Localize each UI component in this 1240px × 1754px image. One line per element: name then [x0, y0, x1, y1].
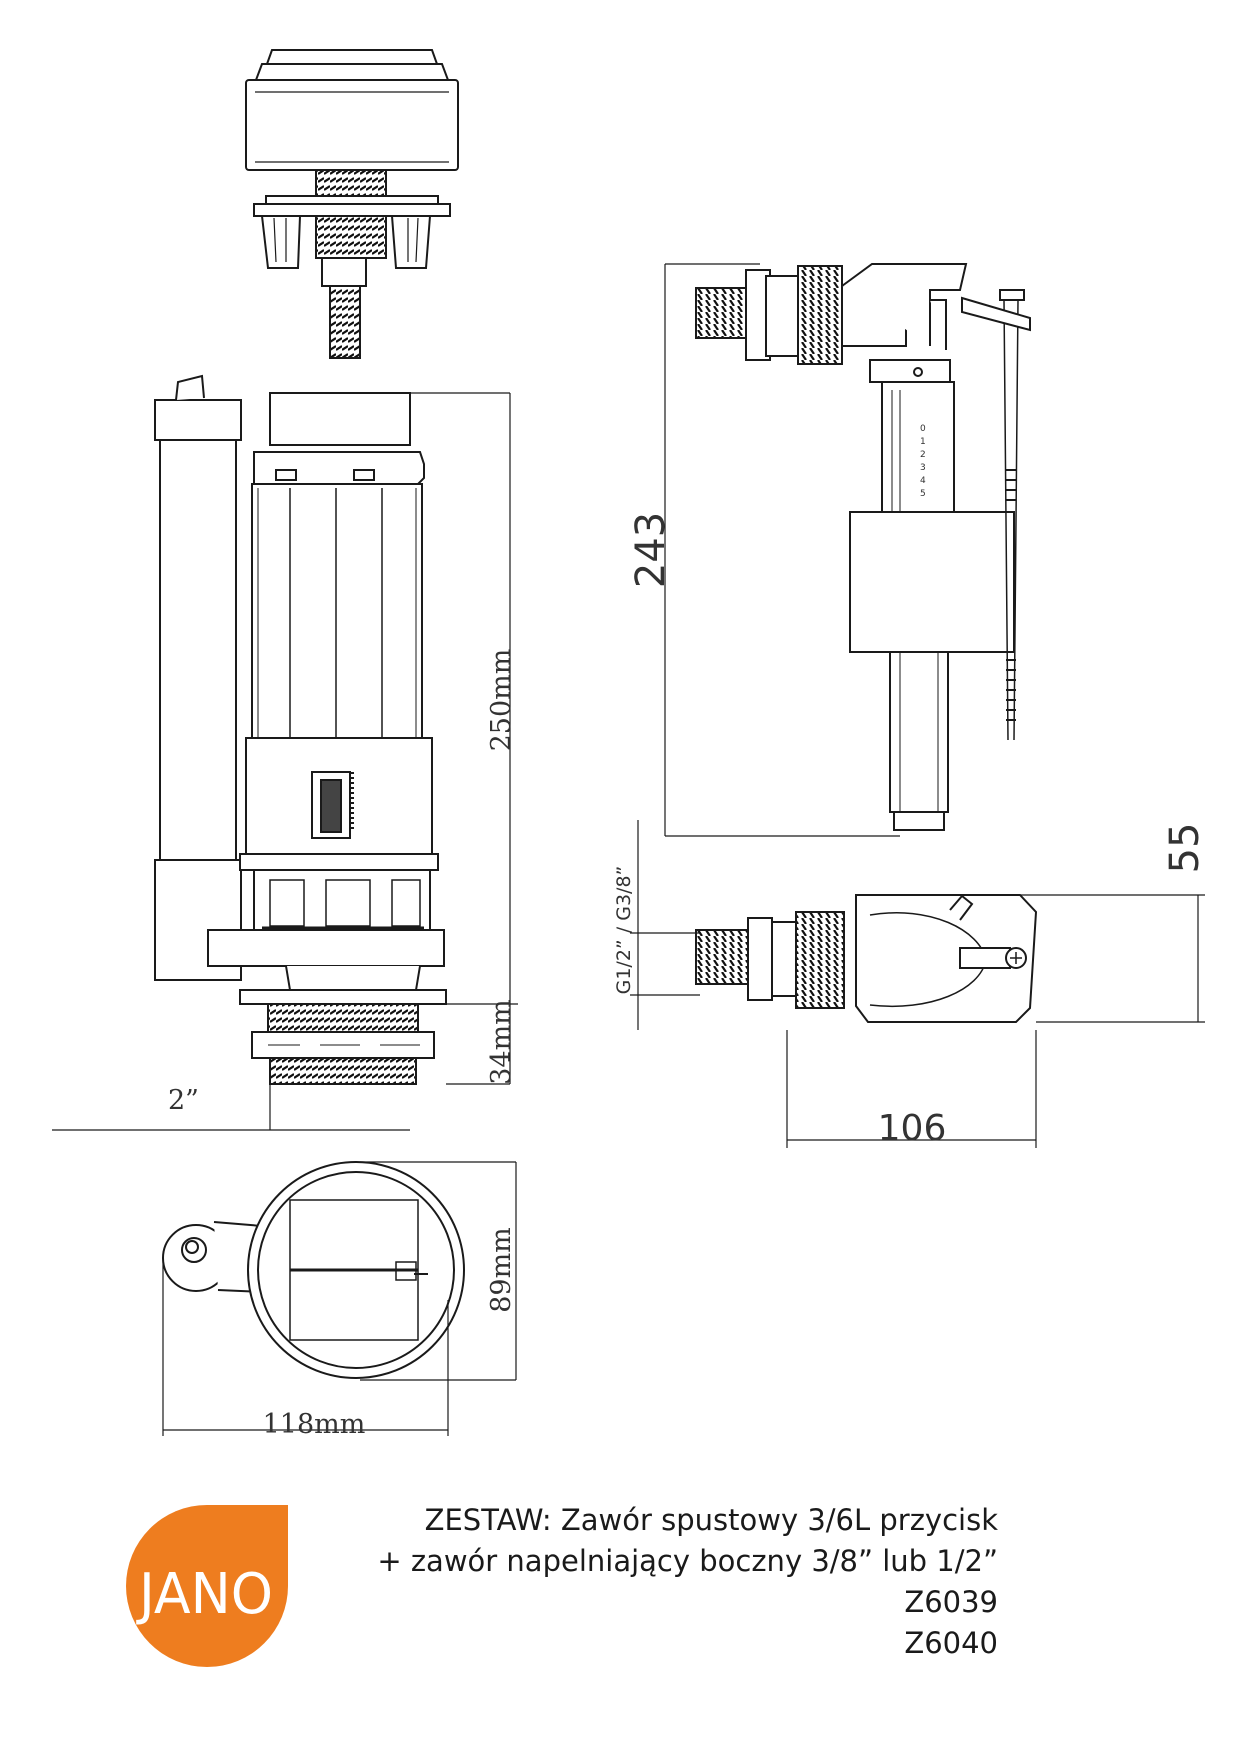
caption-line-2: + zawór napelniający boczny 3/8” lub 1/2… [377, 1544, 998, 1578]
dim-fill-valve-height: 243 [628, 512, 674, 588]
dim-thread-sizes: G1/2” / G3/8” [613, 866, 635, 995]
caption-code-1: Z6039 [904, 1585, 998, 1619]
product-caption: ZESTAW: Zawór spustowy 3/6L przycisk + z… [377, 1500, 998, 1664]
gauge-scale: 0 1 2 3 4 5 [920, 424, 926, 499]
dim-thread-height: 34mm [486, 999, 517, 1085]
dim-float-height: 55 [1162, 823, 1208, 874]
top-view-dimensions [162, 1161, 517, 1436]
fill-valve-top-view [695, 894, 1038, 1023]
gauge-label-5: 5 [920, 489, 926, 499]
gauge-label-0: 0 [920, 424, 926, 434]
fill-valve-top-dimensions [630, 820, 1205, 1148]
dim-fill-valve-width: 106 [878, 1108, 947, 1149]
fill-valve-dimensions [664, 263, 900, 837]
logo-shape [126, 1505, 288, 1667]
flush-valve-drawing [154, 374, 447, 1085]
flush-valve-dimensions [52, 392, 518, 1131]
dim-outlet-size: 2” [168, 1085, 199, 1116]
dim-flush-valve-height: 250mm [486, 649, 517, 752]
dim-footprint-depth: 89mm [486, 1227, 517, 1313]
jano-logo: JANO [126, 1505, 288, 1667]
caption-code-2: Z6040 [904, 1626, 998, 1660]
gauge-label-4: 4 [920, 476, 926, 486]
logo-text: JANO [136, 1562, 273, 1627]
fill-valve-drawing [695, 263, 1031, 831]
gauge-label-2: 2 [920, 450, 926, 460]
gauge-label-1: 1 [920, 437, 926, 447]
dim-footprint-width: 118mm [263, 1409, 366, 1440]
flush-valve-top-view [162, 1161, 465, 1379]
caption-line-1: ZESTAW: Zawór spustowy 3/6L przycisk [424, 1503, 998, 1537]
gauge-label-3: 3 [920, 463, 926, 473]
push-button-drawing [245, 49, 459, 359]
